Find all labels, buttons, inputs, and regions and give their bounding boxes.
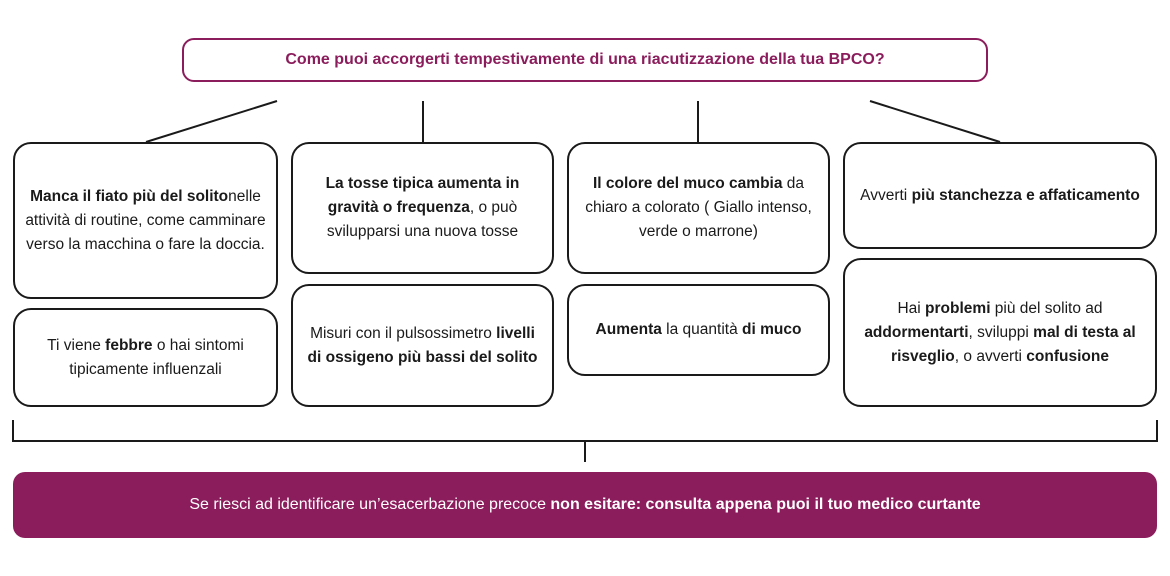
plain-text: Se riesci ad identificare un’esacerbazio… bbox=[189, 496, 551, 513]
plain-text: Ti viene bbox=[47, 336, 106, 354]
bold-text: La tosse tipica aumenta in gravità o fre… bbox=[325, 175, 520, 216]
card-sleep-problems-text: Hai problemi più del solito ad addorment… bbox=[855, 297, 1145, 369]
bold-text: confusione bbox=[1026, 347, 1109, 365]
plain-text: Avverti bbox=[860, 186, 912, 204]
plain-text: la quantità bbox=[661, 321, 743, 338]
plain-text: Misuri con il pulsossimetro bbox=[310, 324, 497, 342]
card-mucus-amount-text: Aumenta la quantità di muco bbox=[596, 318, 802, 342]
card-fatigue: Avverti più stanchezza e affaticamento bbox=[843, 142, 1157, 249]
bold-text: febbre bbox=[105, 336, 153, 354]
plain-text: Hai bbox=[897, 299, 926, 317]
plain-text: o hai sintomi tipicamente influenzali bbox=[69, 336, 244, 378]
bold-text: problemi bbox=[925, 299, 991, 317]
card-oxygen-text: Misuri con il pulsossimetro livelli di o… bbox=[303, 322, 542, 370]
bold-text: più stanchezza e affaticamento bbox=[911, 186, 1140, 204]
bold-text: Aumenta bbox=[595, 321, 662, 338]
card-mucus-color: Il colore del muco cambia da chiaro a co… bbox=[567, 142, 830, 274]
plain-text: da chiaro a colorato ( Giallo intenso, v… bbox=[585, 175, 812, 240]
footer-text: Se riesci ad identificare un’esacerbazio… bbox=[189, 496, 980, 514]
bold-text: addormentarti bbox=[864, 323, 969, 341]
card-mucus-color-text: Il colore del muco cambia da chiaro a co… bbox=[579, 172, 818, 244]
card-cough-text: La tosse tipica aumenta in gravità o fre… bbox=[303, 172, 542, 244]
bold-text: non esitare: consulta appena puoi il tuo… bbox=[550, 496, 981, 513]
plain-text: , o può svilupparsi una nuova tosse bbox=[326, 199, 519, 240]
card-breathlessness: Manca il fiato più del solitonelle attiv… bbox=[13, 142, 278, 299]
bold-text: Manca il fiato più del solito bbox=[30, 187, 229, 205]
footer-banner: Se riesci ad identificare un’esacerbazio… bbox=[13, 472, 1157, 538]
card-fatigue-text: Avverti più stanchezza e affaticamento bbox=[860, 184, 1140, 208]
question-title: Come puoi accorgerti tempestivamente di … bbox=[285, 51, 885, 68]
card-breathlessness-text: Manca il fiato più del solitonelle attiv… bbox=[25, 185, 266, 257]
card-fever-text: Ti viene febbre o hai sintomi tipicament… bbox=[25, 334, 266, 382]
card-fever: Ti viene febbre o hai sintomi tipicament… bbox=[13, 308, 278, 407]
plain-text: nelle attività di routine, come camminar… bbox=[25, 187, 266, 253]
bracket-line bbox=[12, 420, 1158, 442]
bold-text: di muco bbox=[742, 321, 802, 338]
plain-text: , sviluppi bbox=[968, 323, 1034, 341]
connector-line-4 bbox=[869, 100, 1001, 143]
card-mucus-amount: Aumenta la quantità di muco bbox=[567, 284, 830, 376]
question-title-box: Come puoi accorgerti tempestivamente di … bbox=[182, 38, 988, 82]
connector-line-1 bbox=[145, 100, 278, 143]
plain-text: più del solito ad bbox=[990, 299, 1103, 317]
plain-text: , o avverti bbox=[954, 347, 1027, 365]
bold-text: livelli di ossigeno più bassi del solito bbox=[307, 324, 538, 366]
card-sleep-problems: Hai problemi più del solito ad addorment… bbox=[843, 258, 1157, 407]
card-cough: La tosse tipica aumenta in gravità o fre… bbox=[291, 142, 554, 274]
bold-text: Il colore del muco cambia bbox=[592, 175, 783, 192]
card-oxygen: Misuri con il pulsossimetro livelli di o… bbox=[291, 284, 554, 407]
bold-text: mal di testa al risveglio bbox=[891, 323, 1136, 365]
